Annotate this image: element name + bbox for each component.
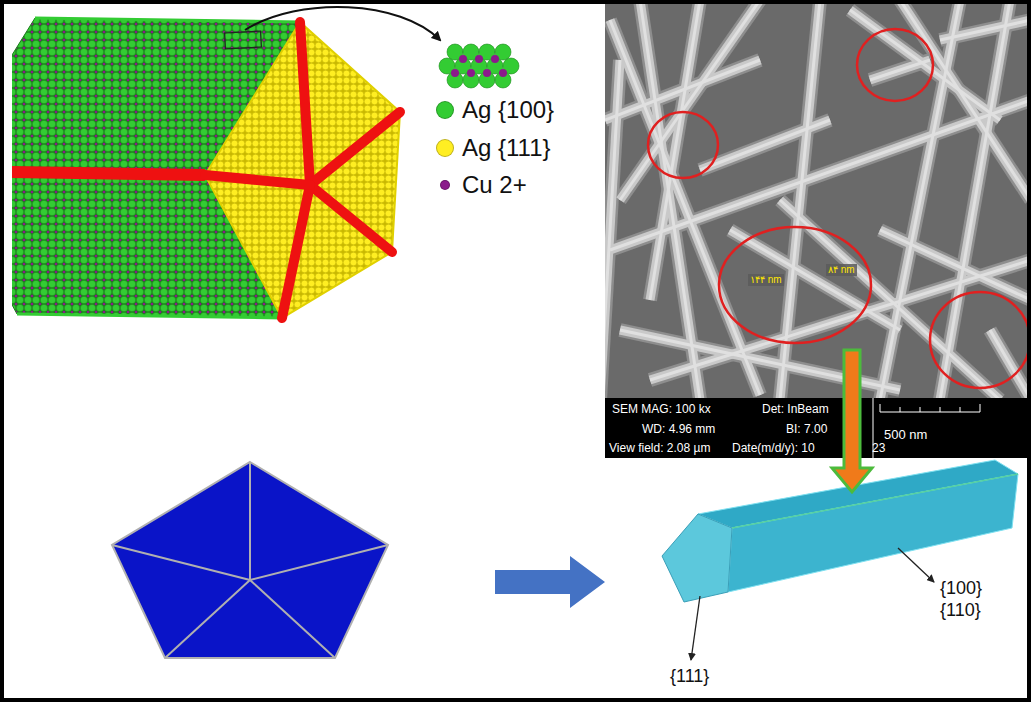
sem-info: BI: 7.00 <box>786 423 827 437</box>
sem-info: Det: InBeam <box>762 403 829 417</box>
legend-swatch <box>436 101 454 119</box>
pentagon-cross-section <box>112 462 388 658</box>
dimension-label: ۸۴ nm <box>826 264 857 276</box>
legend-text: Ag {111} <box>462 134 551 162</box>
lattice-inset <box>439 44 519 88</box>
sem-image <box>600 0 1031 458</box>
facet-label: {111} <box>670 666 709 687</box>
legend-swatch <box>436 139 454 157</box>
legend-text: Cu 2+ <box>462 171 527 199</box>
legend-text: Ag {100} <box>462 96 554 124</box>
sem-info: WD: 4.96 mm <box>642 423 715 437</box>
dimension-label: ۱۴۴ nm <box>748 274 784 286</box>
sem-info: Date(m/d/y): 10 <box>732 442 815 456</box>
sem-info: 23 <box>872 442 885 456</box>
nanowire-model <box>0 7 440 318</box>
orange-arrow <box>832 350 872 492</box>
legend-swatch <box>440 180 450 190</box>
facet-label: {100} <box>940 578 982 599</box>
facet-label: {110} <box>940 600 981 621</box>
scale-label: 500 nm <box>884 428 927 443</box>
nanowire-3d <box>662 460 1018 660</box>
sem-info: SEM MAG: 100 kx <box>612 403 711 417</box>
sem-info: View field: 2.08 µm <box>609 442 710 456</box>
block-arrow <box>495 556 605 608</box>
